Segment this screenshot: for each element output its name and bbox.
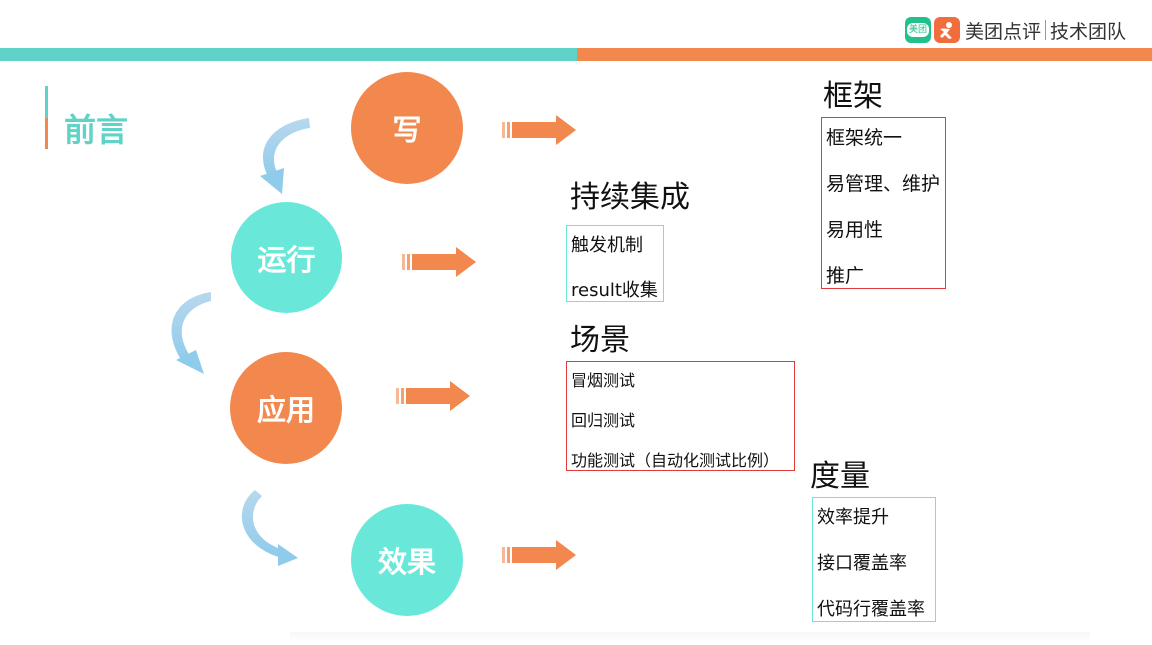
curve-arrow-1 (260, 118, 310, 194)
circle-apply: 应用 (230, 352, 342, 464)
scenario-box: 冒烟测试 回归测试 功能测试（自动化测试比例） (566, 361, 795, 471)
circle-apply-label: 应用 (256, 393, 315, 427)
title-accent-teal (45, 86, 48, 118)
metrics-item: 接口覆盖率 (817, 553, 907, 574)
curve-arrow-2 (171, 292, 211, 374)
header-bar-teal (0, 48, 577, 61)
circle-effect: 效果 (351, 504, 463, 616)
brand-logo: 美团 美团点评 技术团队 (905, 15, 1126, 45)
framework-item: 易用性 (826, 219, 884, 241)
arrow-apply (396, 381, 470, 411)
ci-item: 触发机制 (571, 235, 643, 256)
ci-box: 触发机制 result收集 (566, 225, 664, 302)
circle-run: 运行 (231, 202, 342, 313)
curve-arrow-3 (241, 490, 298, 566)
arrow-effect (502, 540, 576, 570)
framework-heading: 框架 (823, 79, 883, 114)
framework-item: 框架统一 (826, 127, 903, 149)
arrow-write (502, 115, 576, 145)
scenario-heading: 场景 (570, 323, 630, 358)
circle-write-label: 写 (392, 113, 422, 147)
ci-item: result收集 (571, 280, 658, 301)
framework-box: 框架统一 易管理、维护 易用性 推广 (821, 117, 946, 289)
framework-item: 易管理、维护 (826, 173, 941, 195)
meituan-logo-text: 美团 (906, 23, 929, 37)
brand-divider (1045, 20, 1047, 40)
brand-team: 技术团队 (1050, 20, 1127, 43)
arrow-run (402, 247, 476, 277)
metrics-box: 效率提升 接口覆盖率 代码行覆盖率 (812, 497, 936, 622)
brand-name: 美团点评 (965, 20, 1042, 43)
framework-item: 推广 (826, 265, 865, 287)
circle-write: 写 (351, 72, 463, 184)
metrics-item: 效率提升 (817, 507, 889, 528)
header-bar-orange (577, 48, 1152, 61)
scenario-item: 回归测试 (571, 411, 636, 430)
scenario-item: 功能测试（自动化测试比例） (571, 451, 780, 470)
metrics-heading: 度量 (810, 459, 870, 494)
meituan-logo-icon: 美团 (905, 17, 931, 43)
circle-run-label: 运行 (257, 242, 316, 277)
scenario-item: 冒烟测试 (571, 371, 636, 390)
bottom-shadow (290, 632, 1090, 642)
circle-effect-label: 效果 (377, 545, 436, 579)
metrics-item: 代码行覆盖率 (817, 599, 925, 620)
dianping-logo-icon (934, 17, 960, 43)
ci-heading: 持续集成 (570, 180, 690, 215)
title-accent-orange (45, 118, 48, 149)
page-title: 前言 (64, 111, 129, 149)
